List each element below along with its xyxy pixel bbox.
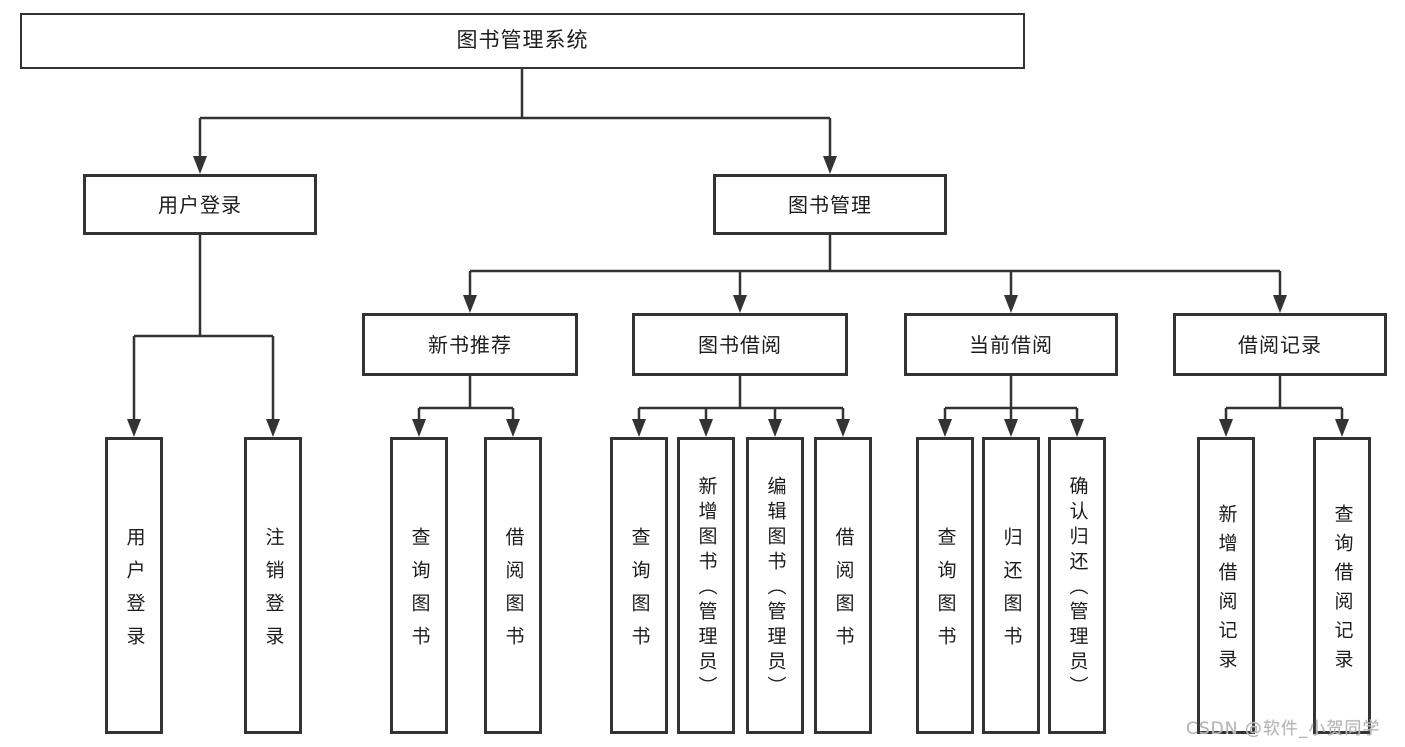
leaf-query-books-3: 查询图书 [916, 437, 974, 734]
leaf-logout: 注销登录 [244, 437, 302, 734]
leaf-borrow-books-1: 借阅图书 [484, 437, 542, 734]
leaf-confirm-return-admin: 确认归还（管理员） [1048, 437, 1106, 734]
node-current-borrowing: 当前借阅 [904, 313, 1118, 376]
node-borrowing-records: 借阅记录 [1173, 313, 1387, 376]
node-book-management: 图书管理 [713, 174, 947, 235]
leaf-query-books-1: 查询图书 [390, 437, 448, 734]
leaf-borrow-books-2: 借阅图书 [814, 437, 872, 734]
node-library-management-system: 图书管理系统 [20, 13, 1025, 69]
leaf-return-books: 归还图书 [982, 437, 1040, 734]
leaf-query-borrow-record: 查询借阅记录 [1313, 437, 1371, 734]
leaf-user-login: 用户登录 [105, 437, 163, 734]
leaf-add-borrow-record: 新增借阅记录 [1197, 437, 1255, 734]
leaf-edit-books-admin: 编辑图书（管理员） [746, 437, 804, 734]
node-user-login: 用户登录 [83, 174, 317, 235]
leaf-query-books-2: 查询图书 [610, 437, 668, 734]
node-new-book-recommendation: 新书推荐 [362, 313, 578, 376]
node-book-borrowing: 图书借阅 [632, 313, 848, 376]
leaf-add-books-admin: 新增图书（管理员） [677, 437, 735, 734]
csdn-watermark: CSDN @软件_小贺同学 [1186, 719, 1381, 739]
